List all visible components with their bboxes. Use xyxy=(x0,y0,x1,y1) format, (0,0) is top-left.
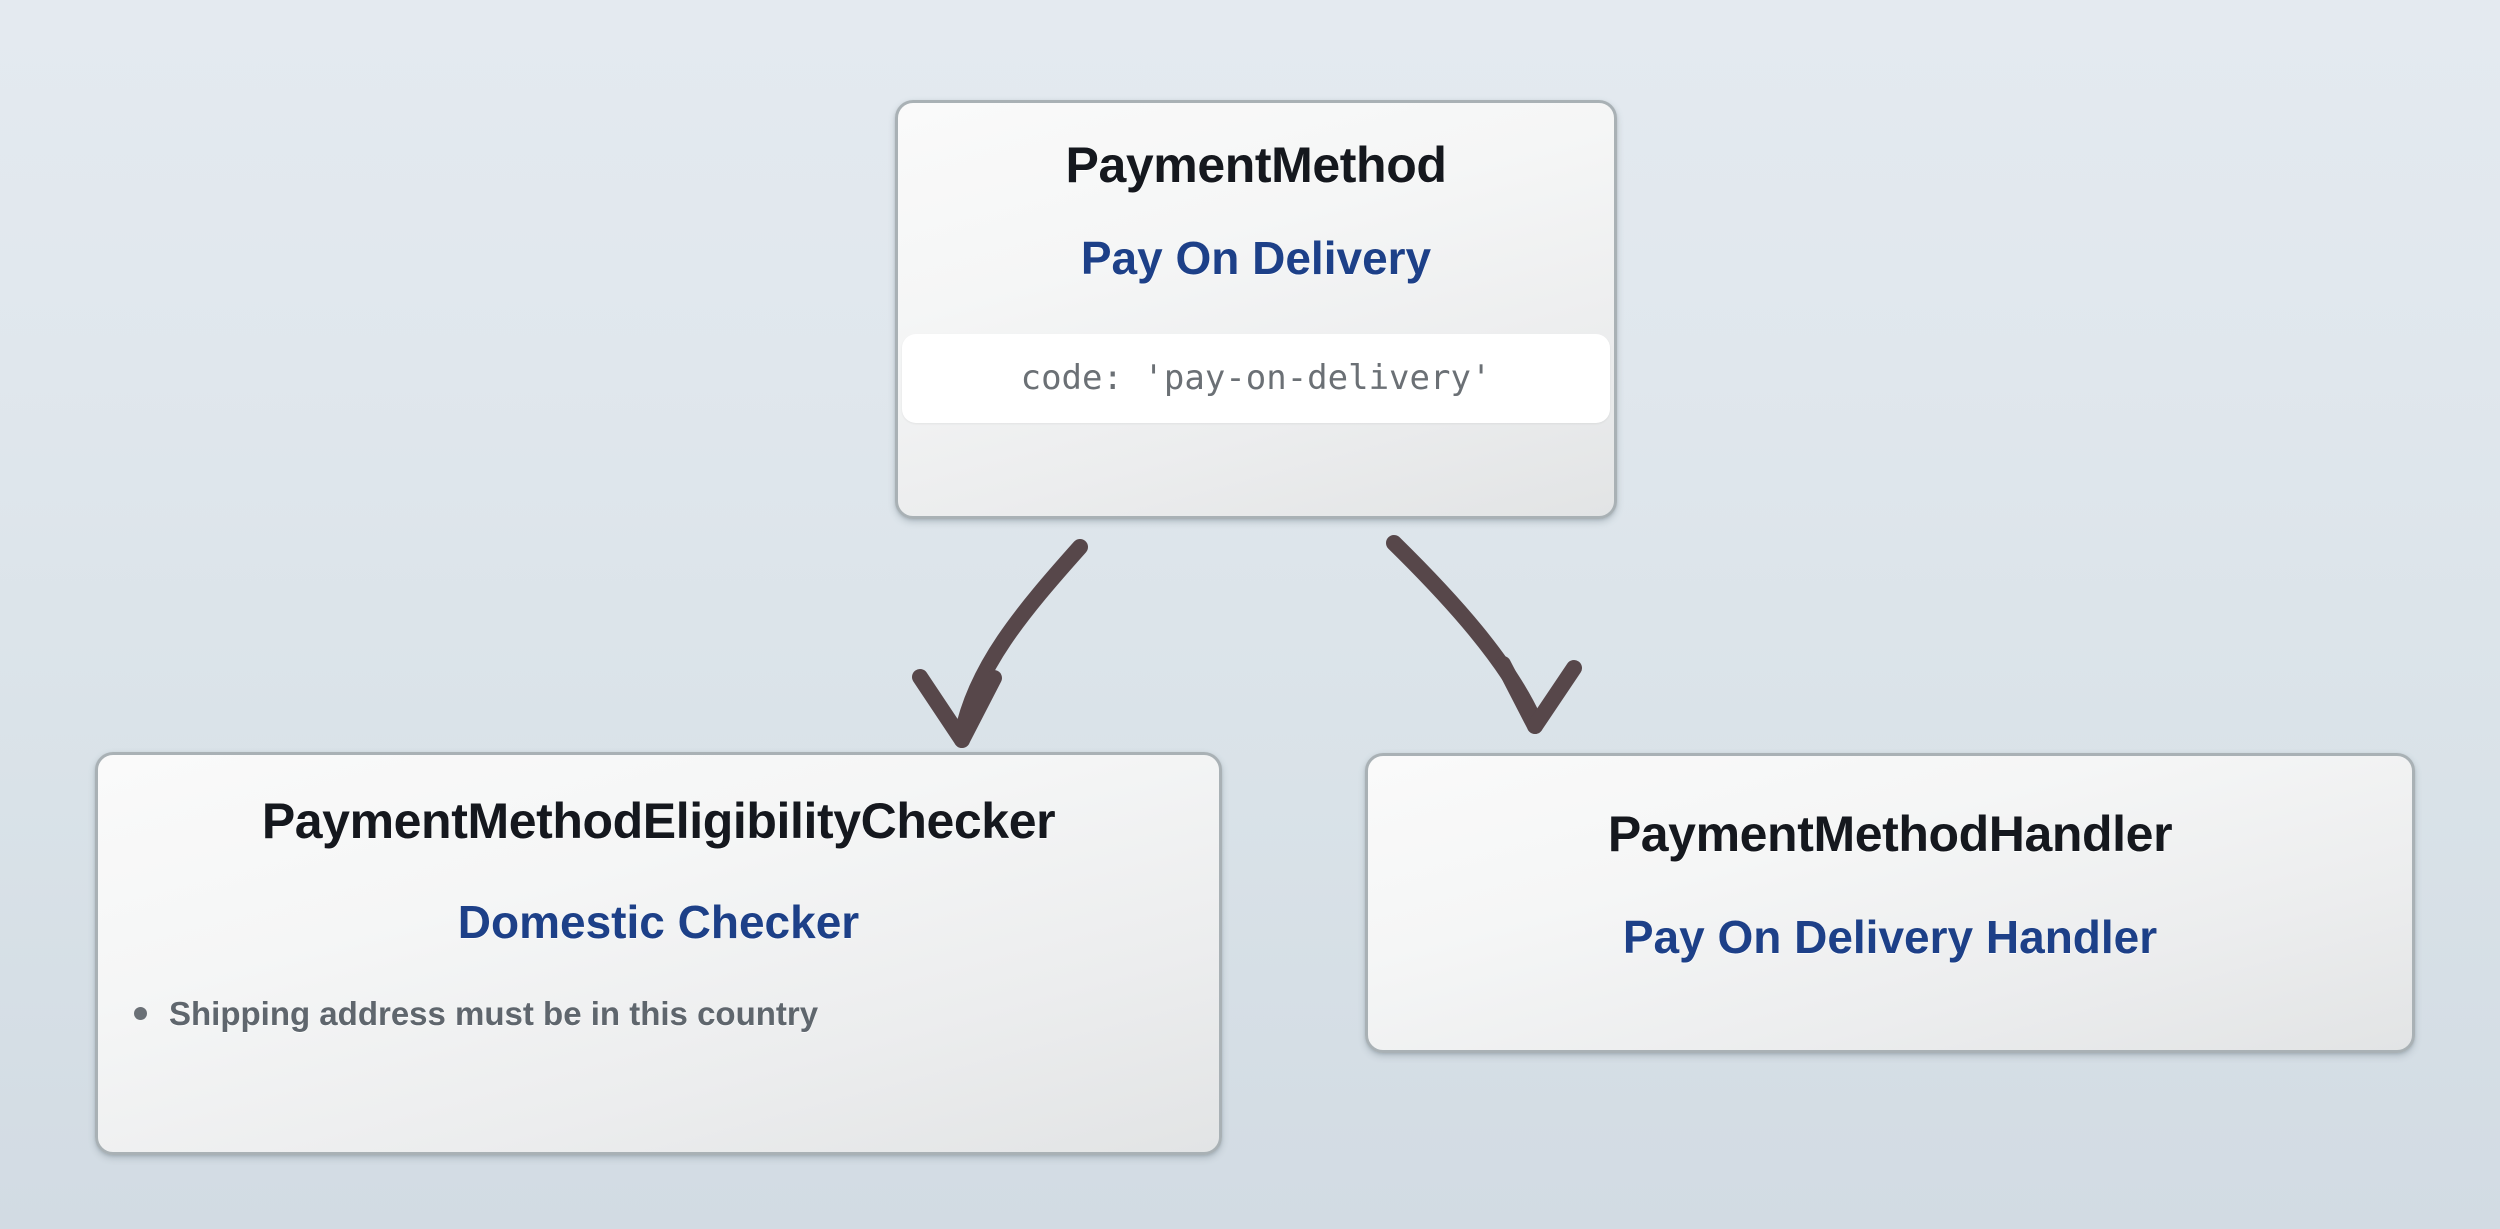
node-eligibility-checker-display-name: Domestic Checker xyxy=(457,895,860,948)
bullet-dot-icon xyxy=(134,1007,147,1021)
node-payment-handler-display-name: Pay On Delivery Handler xyxy=(1622,910,2158,963)
node-payment-method-display-name: Pay On Delivery xyxy=(1080,231,1432,284)
node-payment-method-eligibility-checker[interactable]: PaymentMethodEligibilityChecker Domestic… xyxy=(95,752,1222,1155)
node-payment-method-handler[interactable]: PaymentMethodHandler Pay On Delivery Han… xyxy=(1365,753,2415,1053)
node-eligibility-checker-bullet-list: Shipping address must be in this country xyxy=(122,994,1195,1034)
node-eligibility-checker-class-name: PaymentMethodEligibilityChecker xyxy=(261,793,1056,849)
node-payment-method-code-chip: code: 'pay-on-delivery' xyxy=(902,333,1610,424)
node-payment-method-class-name: PaymentMethod xyxy=(1065,137,1447,193)
arrow-to-eligibility-checker xyxy=(912,539,1088,748)
list-item: Shipping address must be in this country xyxy=(134,994,1195,1034)
node-payment-method[interactable]: PaymentMethod Pay On Delivery code: 'pay… xyxy=(895,100,1617,519)
node-payment-handler-class-name: PaymentMethodHandler xyxy=(1607,806,2173,862)
arrow-to-payment-handler xyxy=(1386,535,1582,734)
node-eligibility-checker-bullet-text: Shipping address must be in this country xyxy=(169,994,819,1032)
